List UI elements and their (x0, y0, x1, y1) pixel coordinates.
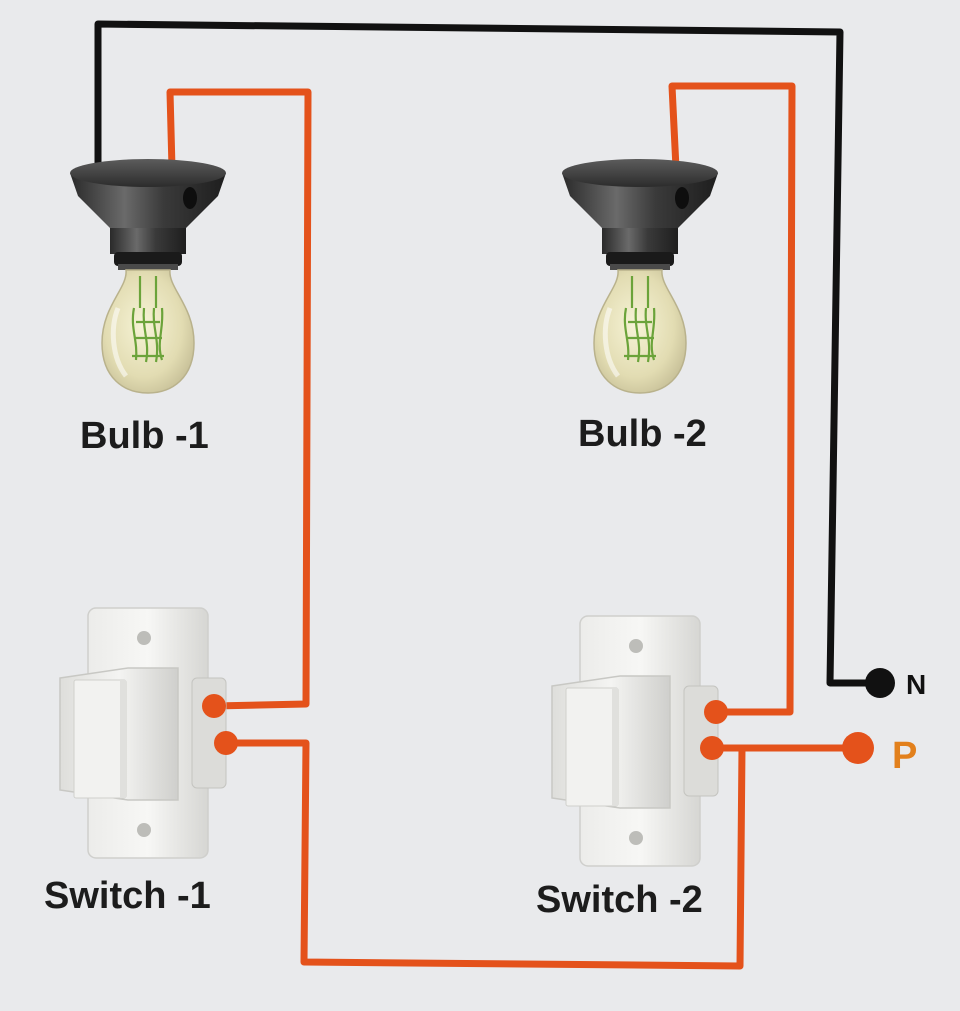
neutral-label: N (906, 669, 926, 700)
bulb-1 (70, 159, 226, 393)
switch-2 (551, 615, 719, 867)
switch2-terminal-top (704, 700, 728, 724)
phase-label: P (892, 735, 917, 777)
wall-switch-icon (551, 615, 719, 867)
neutral-terminal (865, 668, 895, 698)
switch-1-label: Switch -1 (44, 875, 211, 917)
switch-2-label: Switch -2 (536, 879, 703, 921)
wire-bulb2-switch2 (668, 82, 796, 716)
bulb-holder-icon (562, 159, 718, 393)
bulb-1-label: Bulb -1 (80, 415, 209, 457)
switch1-terminal-bottom (214, 731, 238, 755)
bulb-2 (562, 159, 718, 393)
wire-switch1-switch2 (226, 739, 746, 970)
bulb-holder-icon (70, 159, 226, 393)
switch2-terminal-bottom (700, 736, 724, 760)
bulb-2-label: Bulb -2 (578, 413, 707, 455)
wire-bulb1-switch1 (166, 88, 312, 710)
switch1-terminal-top (202, 694, 226, 718)
neutral-wire (94, 20, 880, 687)
switch-1 (59, 607, 227, 859)
wall-switch-icon (59, 607, 227, 859)
phase-terminal (842, 732, 874, 764)
